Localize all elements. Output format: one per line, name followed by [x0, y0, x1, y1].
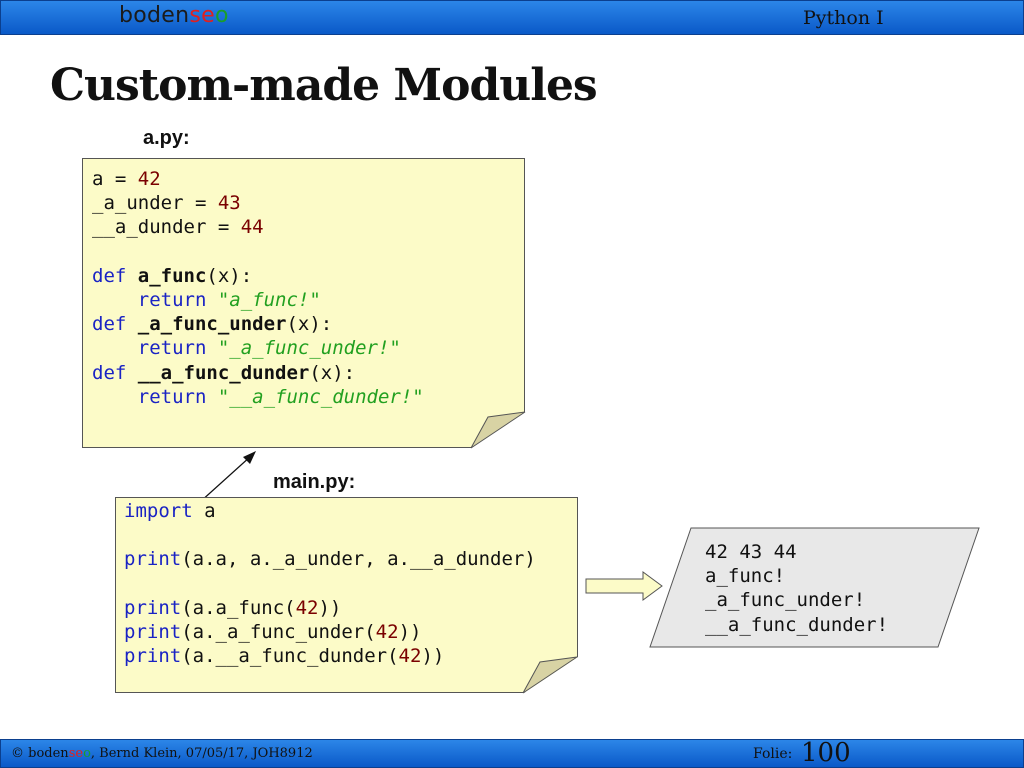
code-line: print(a._a_func_under(42)) — [124, 620, 536, 644]
a-py-note: a = 42_a_under = 43__a_dunder = 44 def a_… — [82, 158, 525, 448]
code-token: 43 — [217, 192, 241, 215]
code-line: print(a.__a_func_dunder(42)) — [124, 644, 536, 668]
main-py-label: main.py: — [273, 471, 356, 493]
code-token: (x): — [206, 264, 253, 287]
output-line: __a_func_dunder! — [705, 613, 889, 636]
code-token: def — [92, 361, 138, 384]
code-token: a = — [92, 168, 138, 190]
code-token: import — [124, 500, 205, 522]
footer-bar: © bodenseo, Bernd Klein, 07/05/17, JOH89… — [0, 738, 1024, 768]
output-line: _a_func_under! — [705, 589, 866, 612]
code-token: (a.__a_func_dunder( — [181, 645, 399, 668]
header-bar: bodenseo Python I — [0, 0, 1024, 35]
main-py-page-fold — [522, 656, 578, 694]
slide-number-label: Folie: — [753, 746, 793, 762]
code-token: a — [204, 500, 216, 522]
code-token: def — [92, 313, 138, 336]
code-line: def a_func(x): — [92, 264, 424, 288]
code-line: import a — [124, 499, 536, 523]
code-line: print(a.a_func(42)) — [124, 596, 536, 620]
output-arrow — [585, 571, 663, 601]
code-token: print — [124, 620, 182, 643]
code-token: return — [137, 337, 218, 360]
code-token: "a_func!" — [217, 289, 321, 311]
code-line: _a_under = 43 — [92, 191, 424, 215]
code-line: def __a_func_dunder(x): — [92, 361, 424, 385]
code-token: __a_dunder = — [92, 216, 241, 239]
code-token: (x): — [309, 361, 356, 384]
code-token: 42 — [137, 168, 161, 190]
a-py-code: a = 42_a_under = 43__a_dunder = 44 def a_… — [92, 167, 424, 409]
code-line: __a_dunder = 44 — [92, 215, 424, 239]
code-line: return "__a_func_dunder!" — [92, 385, 424, 409]
code-token: "__a_func_dunder!" — [217, 385, 424, 408]
code-token: "_a_func_under!" — [217, 337, 401, 360]
code-token: )) — [398, 620, 422, 643]
code-token: a_func — [137, 264, 207, 287]
code-token — [92, 289, 138, 311]
code-token: 42 — [295, 596, 319, 619]
code-line: print(a.a, a._a_under, a.__a_dunder) — [124, 547, 536, 571]
code-token: print — [124, 548, 182, 571]
slide-number: 100 — [801, 738, 851, 768]
output-line: a_func! — [705, 565, 786, 588]
code-token: return — [137, 289, 218, 311]
slide-title: Custom-made Modules — [50, 60, 598, 111]
code-line: def _a_func_under(x): — [92, 312, 424, 336]
code-token: print — [124, 645, 182, 668]
import-arrow — [199, 451, 256, 503]
code-token: print — [124, 596, 182, 619]
output-line: 42 43 44 — [705, 541, 797, 563]
output-box — [649, 527, 980, 648]
code-line: return "_a_func_under!" — [92, 336, 424, 360]
code-line — [92, 240, 424, 264]
code-token: _a_under = — [92, 192, 218, 215]
code-token: (a.a_func( — [181, 596, 296, 619]
code-token: 42 — [398, 645, 422, 668]
copyright-info: © bodenseo, Bernd Klein, 07/05/17, JOH89… — [11, 746, 313, 761]
code-token: (x): — [286, 313, 333, 336]
code-token: (a.a, a._a_under, a.__a_dunder) — [181, 548, 536, 571]
code-token: _a_func_under — [137, 313, 287, 336]
code-token: 44 — [240, 216, 264, 239]
code-token: return — [137, 385, 218, 408]
code-line: a = 42 — [92, 167, 424, 191]
code-token: (a._a_func_under( — [181, 620, 376, 643]
code-token: )) — [318, 596, 342, 619]
brand-logo: bodenseo — [119, 3, 229, 28]
code-token: def — [92, 264, 138, 287]
code-token — [92, 386, 138, 408]
code-token: 42 — [375, 620, 399, 643]
a-py-page-fold — [470, 411, 526, 449]
code-token — [92, 337, 138, 359]
code-line: return "a_func!" — [92, 288, 424, 312]
code-line — [124, 523, 536, 547]
a-py-label: a.py: — [143, 127, 190, 149]
course-title: Python I — [803, 7, 884, 29]
code-line — [124, 572, 536, 596]
code-token: __a_func_dunder — [137, 361, 310, 384]
code-token: )) — [421, 645, 445, 668]
